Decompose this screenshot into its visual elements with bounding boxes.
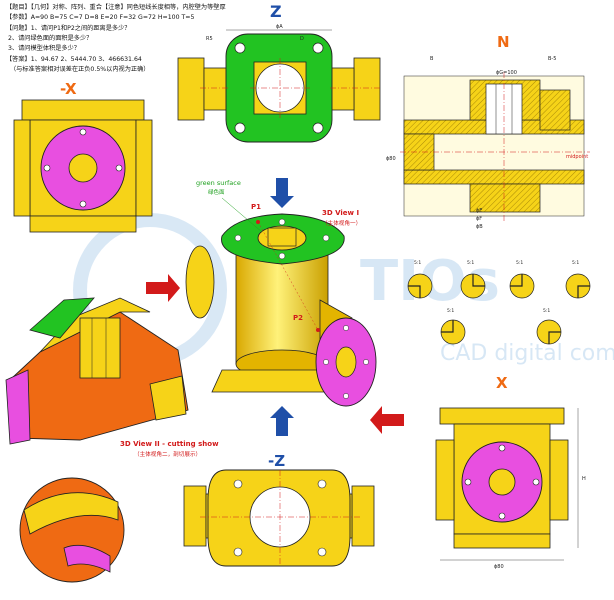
dim-r-top: R5 [206,36,213,42]
dim-b5: B-5 [548,56,556,62]
title-prefix: 【题目】 [6,4,31,11]
tolerance-note: （与标准答案相对误差在正负0.5%以内视为正确） [10,66,150,73]
arrow-x-right [370,406,404,434]
answer-label: 【答案】 [6,56,31,63]
dim-phi-b: ϕB [476,224,483,230]
questions-label: 【问题】 [6,25,31,32]
zoom-detail [19,477,125,583]
detail-scale-3: 5:1 [516,260,523,266]
view-neg-z [183,469,375,567]
view-neg-x [13,99,153,233]
view2-label: 3D View II - cutting show [120,440,219,448]
view1-label: 3D View I [322,209,360,217]
detail-scale-1: 5:1 [414,260,421,266]
answer-values: 1、94.67 2、5444.70 3、466631.64 [30,56,142,63]
dim-phi-f: ϕF [476,216,482,222]
params-label: 【参数】 [6,14,31,21]
detail-scale-2: 5:1 [467,260,474,266]
view-x: ϕ80 H [435,407,586,570]
title-line: 【题目】【几何】对称、阵列、重合【注意】同色短线长度相等，内腔壁为等壁厚 [6,4,226,12]
title-tags: 【几何】对称、阵列、重合【注意】同色短线长度相等，内腔壁为等壁厚 [30,4,226,11]
view-n-section: B B-5 ϕG=100 ϕ80 ϕB ϕF ϕE midpoint [386,56,590,230]
dim-b: B [430,56,434,62]
p1-label: P1 [251,203,262,211]
dim-d-top: D [300,36,304,42]
label-neg-x: -X [60,80,77,98]
question-3: 3、请问模型体积是多少？ [8,45,80,52]
arrow-z-bottom [270,406,294,436]
label-neg-z: -Z [268,452,285,470]
dim-phi-80-x: ϕ80 [494,564,504,570]
arrow-x-left [146,274,180,302]
label-z: Z [270,2,282,21]
view-z: ϕA D R5 [177,24,381,143]
green-surface-label-cn: 绿色面 [208,190,225,196]
dim-phi-a-top: ϕA [276,24,283,30]
watermark-text: CAD digital competition [440,341,614,366]
view1-label-cn: （主体视角一） [322,221,362,227]
detail-circles: 5:1 5:1 5:1 5:1 5:1 5:1 [407,260,591,345]
detail-scale-5: 5:1 [447,308,454,314]
green-surface-label: green surface [196,179,241,187]
view-3d-1 [185,197,377,407]
detail-scale-6: 5:1 [543,308,550,314]
question-2: 2、请问绿色面的面积是多少？ [8,35,93,42]
arrow-z-top [270,178,294,208]
label-x: X [496,374,508,392]
watermark: CAD digital competition TIOs [73,213,614,367]
dim-h: H [582,476,586,482]
dim-phi-e: ϕE [476,208,482,214]
questions-line: 【问题】1、请问P1和P2之间的距离是多少？ [6,25,130,33]
params-values: A=90 B=75 C=7 D=8 E=20 F=32 G=72 H=100 T… [30,14,195,21]
answer-line: 【答案】1、94.67 2、5444.70 3、466631.64 [6,56,142,64]
label-n: N [497,33,510,51]
dim-phi-80-n: ϕ80 [386,156,396,162]
view-3d-2-cutting [5,297,189,445]
question-1: 1、请问P1和P2之间的距离是多少？ [30,25,131,32]
dim-phi-g: ϕG=100 [496,70,517,76]
detail-scale-4: 5:1 [572,260,579,266]
params-line: 【参数】A=90 B=75 C=7 D=8 E=20 F=32 G=72 H=1… [6,14,194,22]
midpoint-label: midpoint [566,154,588,160]
p2-label: P2 [293,314,304,322]
view2-label-cn: （主体视角二，剖切展示） [134,452,202,458]
